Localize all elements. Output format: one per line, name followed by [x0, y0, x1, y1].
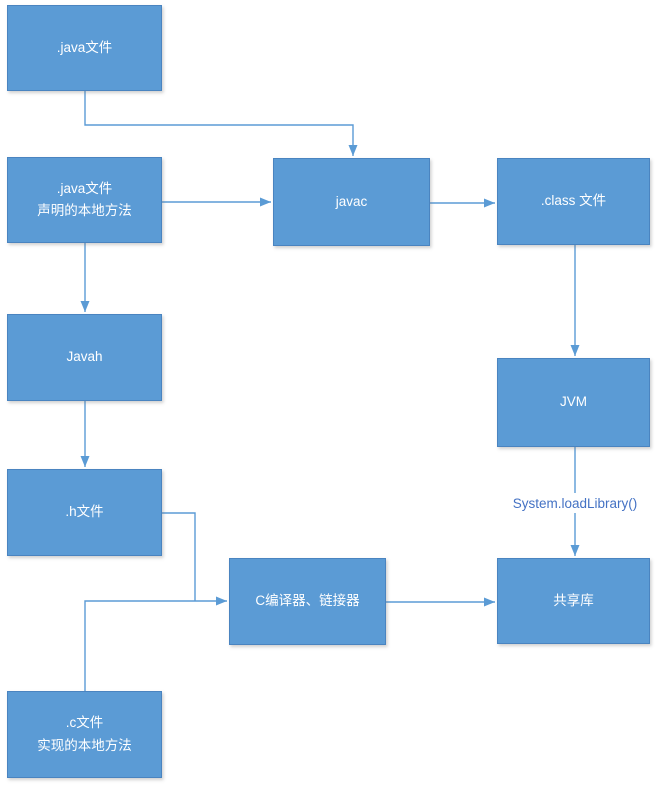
node-class-file: .class 文件	[497, 158, 650, 245]
connector-h-file-to-junction	[162, 512, 196, 601]
node-c-file: .c文件 实现的本地方法	[7, 691, 162, 778]
edge-label-system-loadlibrary: System.loadLibrary()	[500, 493, 650, 513]
node-jvm: JVM	[497, 358, 650, 447]
node-shared-library: 共享库	[497, 558, 650, 644]
node-h-file: .h文件	[7, 469, 162, 556]
node-javac: javac	[273, 158, 430, 246]
connector-java-file-to-javac	[84, 91, 358, 156]
node-java-native: .java文件 声明的本地方法	[7, 157, 162, 243]
connector-c-file-to-c-compiler	[84, 596, 227, 691]
node-javah: Javah	[7, 314, 162, 401]
node-java-file: .java文件	[7, 5, 162, 91]
node-c-compiler: C编译器、链接器	[229, 558, 386, 645]
